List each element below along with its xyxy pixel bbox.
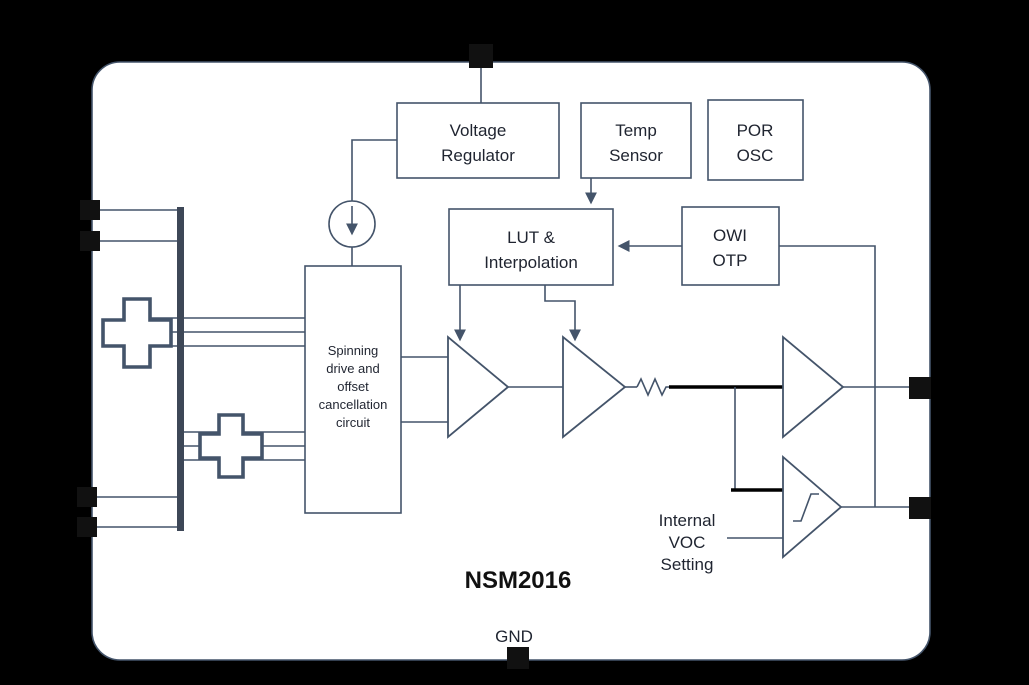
pin-right-analog-out <box>909 377 931 399</box>
voc-label-1: Internal <box>659 511 716 530</box>
resistor-icon <box>636 377 669 397</box>
por-osc-label-2: OSC <box>737 146 774 165</box>
temp-sensor-label-2: Sensor <box>609 146 663 165</box>
owi-right-bus-wire <box>779 245 876 507</box>
chip-title: NSM2016 <box>465 567 572 594</box>
hall-plate-bottom-icon <box>198 413 264 479</box>
gnd-label: GND <box>495 627 533 646</box>
amplifier1-icon <box>447 335 510 439</box>
internal-voc-setting-label: Internal VOC Setting <box>659 511 716 574</box>
spinning-label-2: drive and <box>326 361 379 376</box>
owi-otp-label-1: OWI <box>713 226 747 245</box>
pin-top-vdd <box>469 44 493 68</box>
lut-to-amp2-wire <box>544 285 581 342</box>
por-osc-block: POR OSC <box>707 99 804 181</box>
left-bus-bar <box>177 207 184 531</box>
spinning-circuit-block: Spinning drive and offset cancellation c… <box>304 265 402 514</box>
pin-left-1 <box>80 200 100 220</box>
owi-otp-block: OWI OTP <box>681 206 780 286</box>
pin-left-4 <box>77 517 97 537</box>
owi-otp-label-2: OTP <box>713 251 748 270</box>
por-osc-label-1: POR <box>737 121 774 140</box>
voc-label-2: VOC <box>669 533 706 552</box>
hall-plate-top-icon <box>101 297 173 369</box>
spinning-label-4: cancellation <box>319 397 388 412</box>
pin-right-digital-out <box>909 497 931 519</box>
temp-sensor-block: Temp Sensor <box>580 102 692 179</box>
pin-left-2 <box>80 231 100 251</box>
pin-bottom-gnd <box>507 647 529 669</box>
voltage-regulator-block: Voltage Regulator <box>396 102 560 179</box>
spinning-label-3: offset <box>337 379 369 394</box>
voltage-regulator-label-1: Voltage <box>450 121 507 140</box>
pin-left-3 <box>77 487 97 507</box>
wires <box>97 68 909 539</box>
amplifier2-icon <box>562 335 627 439</box>
comparator-icon <box>782 455 843 559</box>
lut-label-1: LUT & <box>507 228 556 247</box>
lut-interpolation-block: LUT & Interpolation <box>448 208 614 286</box>
current-source-icon <box>328 200 376 248</box>
temp-sensor-label-1: Temp <box>615 121 657 140</box>
lut-label-2: Interpolation <box>484 253 578 272</box>
regulator-to-source-wire <box>351 139 397 201</box>
output-amplifier-icon <box>782 335 845 439</box>
voltage-regulator-label-2: Regulator <box>441 146 515 165</box>
spinning-label-5: circuit <box>336 415 370 430</box>
voc-label-3: Setting <box>661 555 714 574</box>
spinning-label-1: Spinning <box>328 343 379 358</box>
hysteresis-icon <box>793 493 819 522</box>
